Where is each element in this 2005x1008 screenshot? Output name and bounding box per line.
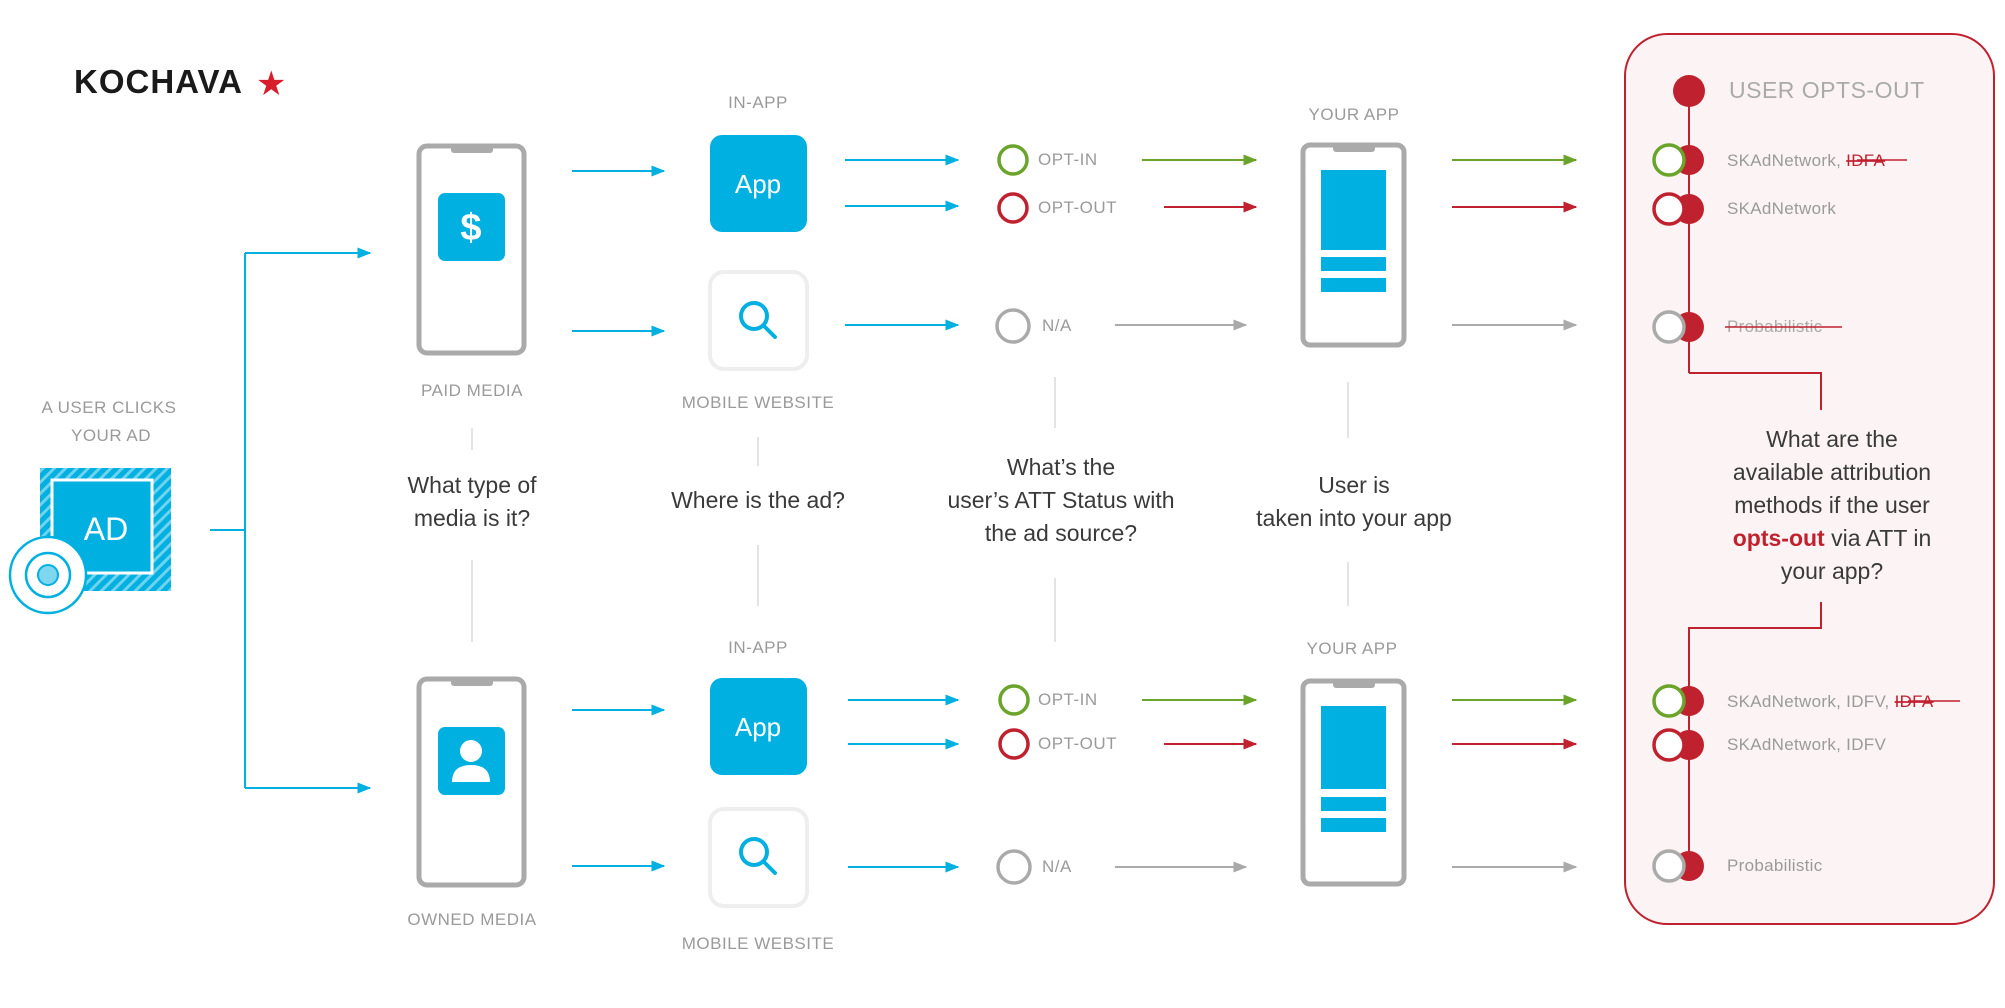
user-icon <box>452 740 490 782</box>
user-opts-out-panel: USER OPTS-OUT SKAdNetwork, IDFA SKAdNetw… <box>1624 33 1995 925</box>
na-label-1: N/A <box>1042 316 1072 335</box>
web-label-2: MOBILE WEBSITE <box>682 934 834 953</box>
app-icon <box>710 678 807 775</box>
question-att-line2: user’s ATT Status with <box>947 487 1174 513</box>
owned-media-phone <box>416 676 527 888</box>
your-app-caption-1: YOUR APP <box>1309 105 1400 124</box>
web-label-1: MOBILE WEBSITE <box>682 393 834 412</box>
inapp-caption-2: IN-APP <box>728 638 788 657</box>
method-opt-out-2: SKAdNetwork, IDFV <box>1727 735 1886 754</box>
question-att-line1: What’s the <box>1007 454 1115 480</box>
panel-question-line3: methods if the user <box>1734 492 1930 518</box>
app-label-2: App <box>735 712 781 742</box>
panel-question-line2: available attribution <box>1733 459 1931 485</box>
opt-in-label-1: OPT-IN <box>1038 150 1098 169</box>
question-media-line2: media is it? <box>414 505 530 531</box>
mobile-web-tile-1 <box>708 270 809 371</box>
opt-in-circle-2 <box>998 684 1030 716</box>
panel-question-line4: opts-out via ATT in <box>1733 525 1932 551</box>
question-where: Where is the ad? <box>671 487 845 513</box>
panel-title-dot <box>1673 75 1705 107</box>
method-na-marker-1 <box>1652 310 1686 344</box>
search-icon <box>739 301 777 339</box>
logo-star-icon: ★ <box>256 65 286 103</box>
logo-text: KOCHAVA <box>74 63 243 100</box>
opt-out-circle-1 <box>997 192 1029 224</box>
source-caption-line1: A USER CLICKS <box>42 398 177 417</box>
method-na-2: Probabilistic <box>1727 856 1823 875</box>
ad-label: AD <box>84 511 128 547</box>
app-icon <box>710 135 807 232</box>
opt-out-label-1: OPT-OUT <box>1038 198 1117 217</box>
question-app-line1: User is <box>1318 472 1390 498</box>
your-app-phone-1 <box>1300 142 1407 348</box>
na-label-2: N/A <box>1042 857 1072 876</box>
opt-out-circle-2 <box>998 728 1030 760</box>
mobile-web-tile-2 <box>708 807 809 908</box>
panel-title: USER OPTS-OUT <box>1729 77 1925 103</box>
source-ad: A USER CLICKS YOUR AD AD <box>8 398 177 615</box>
method-opt-out-marker-1 <box>1652 192 1686 226</box>
dollar-icon: $ <box>460 207 481 249</box>
method-opt-in-marker-1 <box>1652 143 1686 177</box>
search-icon <box>739 837 777 875</box>
na-circle-2 <box>996 849 1032 885</box>
method-opt-in-1: SKAdNetwork, IDFA <box>1727 151 1886 170</box>
question-app-line2: taken into your app <box>1256 505 1452 531</box>
method-opt-in-2: SKAdNetwork, IDFV, IDFA <box>1727 692 1934 711</box>
paid-media-label: PAID MEDIA <box>421 381 523 400</box>
your-app-caption-2: YOUR APP <box>1307 639 1398 658</box>
method-na-marker-2 <box>1652 849 1686 883</box>
question-media-line1: What type of <box>407 472 537 498</box>
app-label-1: App <box>735 169 781 199</box>
opt-in-label-2: OPT-IN <box>1038 690 1098 709</box>
method-opt-out-marker-2 <box>1652 728 1686 762</box>
opt-in-circle-1 <box>997 144 1029 176</box>
questions-band: What type of media is it? Where is the a… <box>407 377 1452 642</box>
paid-media-phone: $ <box>416 143 527 356</box>
question-att-line3: the ad source? <box>985 520 1137 546</box>
opt-out-label-2: OPT-OUT <box>1038 734 1117 753</box>
row-owned-media: OWNED MEDIA IN-APP App MOBILE WEBSITE OP… <box>407 638 1578 953</box>
panel-question-line1: What are the <box>1766 426 1898 452</box>
panel-question-line5: your app? <box>1781 558 1883 584</box>
row-paid-media: $ PAID MEDIA IN-APP App MOBILE WEBSITE O… <box>416 93 1578 412</box>
owned-media-label: OWNED MEDIA <box>407 910 536 929</box>
inapp-caption-1: IN-APP <box>728 93 788 112</box>
tap-target-icon <box>8 535 88 615</box>
kochava-logo: KOCHAVA ★ <box>74 63 286 103</box>
na-circle-1 <box>995 308 1031 344</box>
source-caption-line2: YOUR AD <box>71 426 151 445</box>
source-connector <box>210 247 372 794</box>
your-app-phone-2 <box>1300 678 1407 887</box>
method-opt-out-1: SKAdNetwork <box>1727 199 1836 218</box>
method-opt-in-marker-2 <box>1652 684 1686 718</box>
